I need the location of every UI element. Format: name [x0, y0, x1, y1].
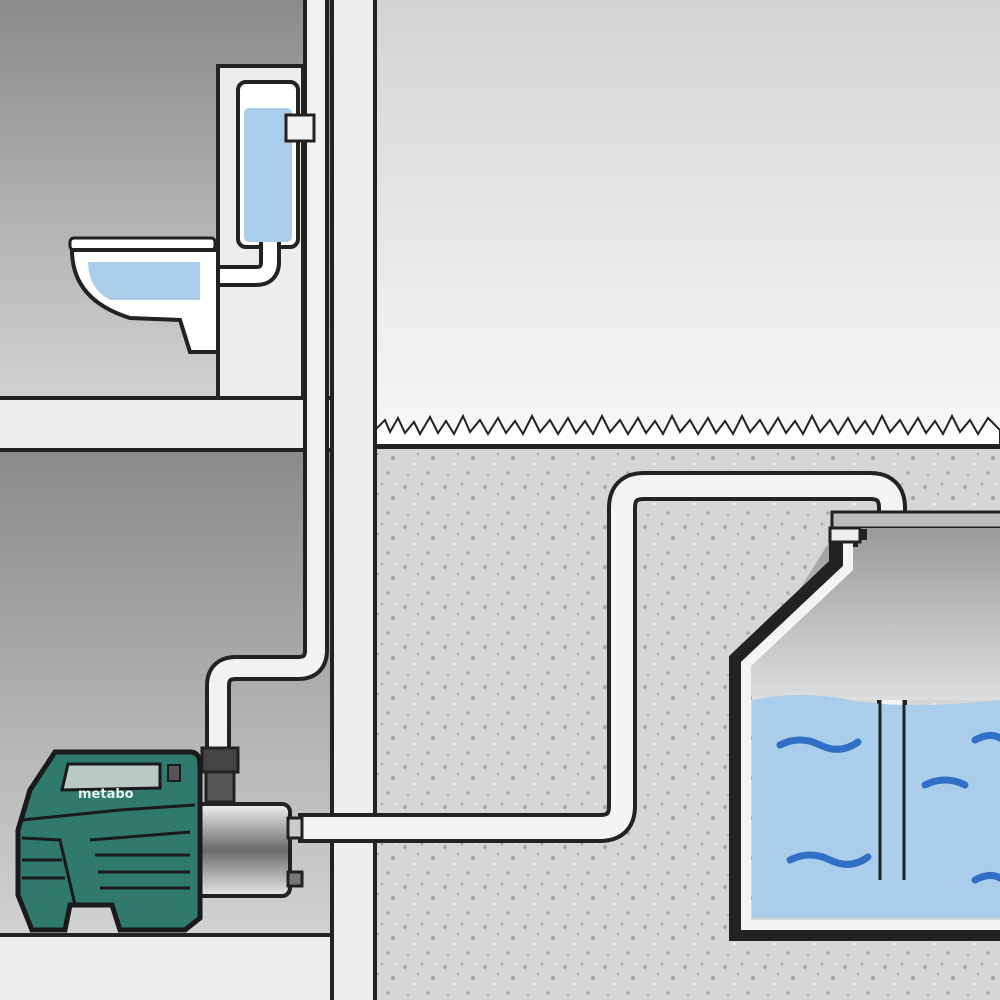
grass	[374, 413, 1000, 446]
water-waves	[776, 731, 1000, 884]
basement-floor	[0, 933, 337, 1000]
supply-pipe-house	[205, 0, 329, 760]
floor-slab	[0, 396, 337, 452]
flush-pipe	[200, 242, 277, 283]
house-wall	[330, 0, 377, 1000]
water-tank	[729, 510, 1000, 941]
tank-water	[752, 695, 1000, 918]
garden-pump: metabo	[15, 746, 304, 933]
metabo-logo: metabo	[78, 787, 134, 802]
suction-pipe	[298, 471, 907, 880]
toilet-water	[88, 262, 200, 300]
sky	[375, 0, 1000, 445]
cistern-water	[244, 108, 292, 242]
pump-motor-housing	[194, 802, 292, 898]
